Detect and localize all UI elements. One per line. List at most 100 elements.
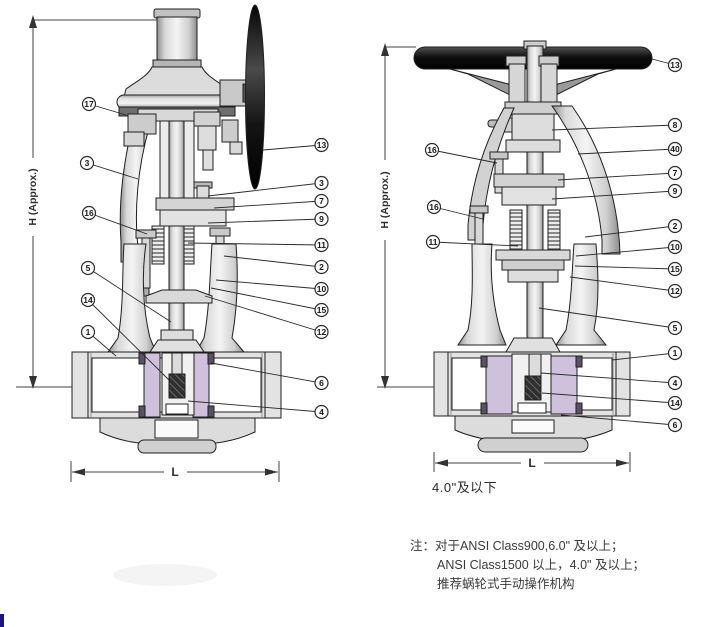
leader-line	[551, 124, 676, 131]
callout-4: 4	[187, 400, 329, 420]
callout-6: 6	[210, 362, 329, 391]
callout-number: 3	[319, 178, 324, 188]
callout-1: 1	[611, 345, 683, 361]
valve-disc	[524, 375, 542, 401]
h-dimension-label: H (Approx.)	[379, 171, 391, 228]
leader-line	[87, 299, 170, 381]
h-dimension-label: H (Approx.)	[27, 168, 39, 225]
callout-circle	[79, 155, 95, 171]
callout-4: 4	[540, 372, 683, 391]
leader-line	[433, 206, 484, 220]
leader-line	[262, 144, 322, 151]
callout-5: 5	[538, 307, 683, 336]
callout-circle	[667, 395, 683, 411]
callout-2: 2	[584, 218, 683, 238]
callout-number: 17	[84, 99, 94, 109]
callout-circle	[314, 237, 329, 253]
valve-body	[71, 339, 282, 454]
leader-line	[557, 172, 676, 181]
callout-circle	[667, 239, 683, 255]
callout-number: 12	[670, 286, 680, 296]
leader-line	[560, 414, 676, 426]
left-valve-h-dimension	[16, 15, 157, 389]
arrow-up	[381, 43, 389, 56]
callout-circle	[667, 165, 683, 181]
leader-line	[569, 276, 676, 292]
callout-11: 11	[187, 237, 329, 253]
callout-7: 7	[557, 165, 683, 181]
callout-circle	[314, 375, 329, 391]
actuator-cylinder	[156, 16, 198, 66]
bonnet-column	[555, 243, 608, 346]
seat-ring	[143, 352, 161, 418]
callout-circle	[425, 234, 441, 250]
packing-springs	[547, 209, 561, 257]
callout-circle	[314, 193, 329, 209]
leader-line	[575, 246, 676, 257]
callout-circle	[314, 259, 329, 275]
leader-line	[86, 162, 139, 180]
leader-line	[88, 212, 148, 235]
callout-16: 16	[424, 142, 498, 164]
callout-number: 9	[319, 214, 324, 224]
bonnet-plate	[145, 289, 213, 304]
callout-10: 10	[575, 239, 683, 257]
packing-springs	[183, 225, 195, 265]
side-handwheel	[245, 4, 265, 190]
callout-9: 9	[551, 183, 683, 200]
note-block: 注：对于ANSI Class900,6.0" 及以上； ANSI Class15…	[410, 538, 645, 591]
leader-line	[584, 225, 676, 238]
leader-line	[551, 190, 676, 200]
callout-14: 14	[541, 392, 683, 411]
callout-number: 10	[317, 284, 327, 294]
callout-circle	[667, 141, 683, 157]
callout-circle	[426, 199, 442, 215]
callout-5: 5	[80, 260, 172, 323]
callout-13: 13	[651, 57, 683, 73]
wheel-hub	[219, 79, 247, 107]
gland-flange	[493, 173, 565, 188]
gland-assembly	[135, 181, 236, 297]
callout-number: 13	[670, 60, 680, 70]
callout-circle	[314, 175, 329, 191]
leader-line	[215, 279, 322, 290]
valve-body	[433, 337, 631, 453]
callout-number: 14	[83, 295, 93, 305]
arrow-down	[29, 376, 37, 389]
callout-3: 3	[79, 155, 139, 180]
callout-circle	[80, 260, 96, 276]
callout-number: 10	[670, 242, 680, 252]
blue-corner-mark	[0, 614, 4, 627]
callout-number: 12	[317, 327, 327, 337]
callout-9: 9	[207, 211, 329, 227]
callout-number: 7	[319, 196, 324, 206]
leader-line	[541, 392, 676, 404]
callout-number: 13	[317, 140, 327, 150]
callout-15: 15	[210, 287, 329, 318]
callout-10: 10	[215, 279, 329, 297]
callout-number: 15	[317, 305, 327, 315]
callout-7: 7	[213, 193, 329, 209]
callout-11: 11	[425, 234, 519, 250]
callout-16: 16	[426, 199, 484, 220]
seat-ring	[485, 355, 513, 415]
l-dimension-label: L	[171, 465, 178, 479]
callout-number: 2	[673, 221, 678, 231]
valve-disc	[168, 373, 186, 399]
callout-1: 1	[80, 324, 117, 357]
leader-line	[187, 242, 322, 246]
leader-line	[210, 287, 322, 311]
callout-number: 11	[429, 237, 438, 247]
bonnet-rings	[495, 249, 571, 283]
callout-number: 4	[673, 378, 678, 388]
seat-ring	[550, 355, 578, 415]
callout-circle	[667, 320, 683, 336]
arrow-up	[29, 15, 37, 28]
callout-number: 1	[86, 327, 91, 337]
callout-circle	[81, 96, 97, 112]
right-valve-l-dimension	[433, 452, 631, 472]
wheel-spoke	[449, 68, 517, 99]
note-line-1: 注：对于ANSI Class900,6.0" 及以上；	[410, 538, 624, 553]
